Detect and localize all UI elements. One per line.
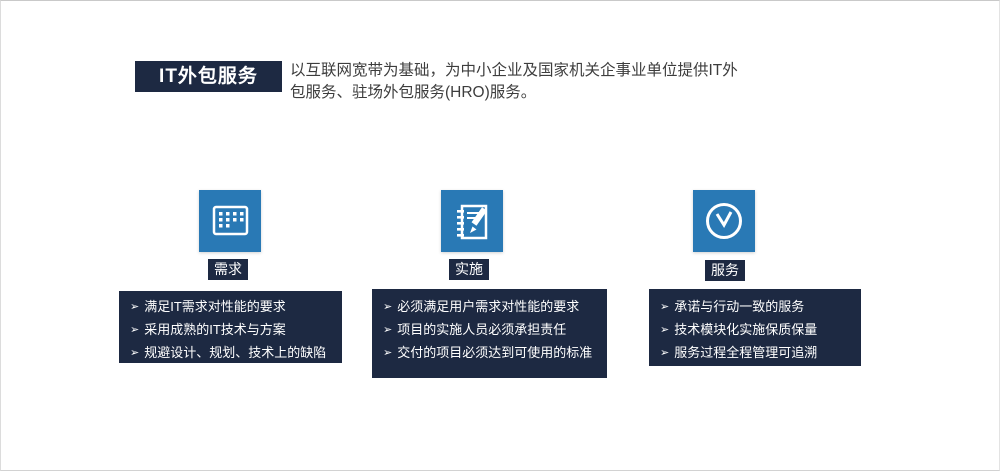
description-line-2: 包服务、驻场外包服务(HRO)服务。: [290, 84, 537, 101]
arrow-bullet-icon: ➢: [130, 324, 140, 336]
list-item: ➢必须满足用户需求对性能的要求: [383, 299, 580, 314]
arrow-bullet-icon: ➢: [383, 324, 393, 336]
implementation-label: 实施: [449, 259, 489, 280]
list-item: ➢规避设计、规划、技术上的缺陷: [130, 345, 327, 360]
arrow-bullet-icon: ➢: [660, 324, 670, 336]
arrow-bullet-icon: ➢: [660, 301, 670, 313]
keypad-icon: [199, 190, 261, 252]
demand-tile: [199, 190, 261, 252]
service-label: 服务: [705, 260, 745, 281]
list-item: ➢采用成熟的IT技术与方案: [130, 322, 286, 337]
arrow-bullet-icon: ➢: [383, 301, 393, 313]
list-item: ➢服务过程全程管理可追溯: [660, 345, 818, 360]
section-description: 以互联网宽带为基础，为中小企业及国家机关企事业单位提供IT外 包服务、驻场外包服…: [290, 60, 738, 104]
list-item: ➢承诺与行动一致的服务: [660, 299, 805, 314]
arrow-bullet-icon: ➢: [130, 347, 140, 359]
arrow-bullet-icon: ➢: [660, 347, 670, 359]
section-title: IT外包服务: [135, 61, 282, 92]
list-item: ➢满足IT需求对性能的要求: [130, 299, 286, 314]
list-item: ➢技术模块化实施保质保量: [660, 322, 818, 337]
arrow-bullet-icon: ➢: [130, 301, 140, 313]
notepad-pencil-icon: [441, 190, 503, 252]
demand-list: ➢满足IT需求对性能的要求 ➢采用成熟的IT技术与方案 ➢规避设计、规划、技术上…: [119, 291, 342, 363]
clock-icon: [693, 190, 755, 252]
arrow-bullet-icon: ➢: [383, 347, 393, 359]
service-list: ➢承诺与行动一致的服务 ➢技术模块化实施保质保量 ➢服务过程全程管理可追溯: [649, 289, 861, 366]
description-line-1: 以互联网宽带为基础，为中小企业及国家机关企事业单位提供IT外: [290, 62, 738, 79]
list-item: ➢项目的实施人员必须承担责任: [383, 322, 567, 337]
demand-label: 需求: [208, 259, 248, 280]
service-tile: [693, 190, 755, 252]
implementation-tile: [441, 190, 503, 252]
implementation-list: ➢必须满足用户需求对性能的要求 ➢项目的实施人员必须承担责任 ➢交付的项目必须达…: [372, 289, 607, 378]
list-item: ➢交付的项目必须达到可使用的标准: [383, 345, 593, 360]
